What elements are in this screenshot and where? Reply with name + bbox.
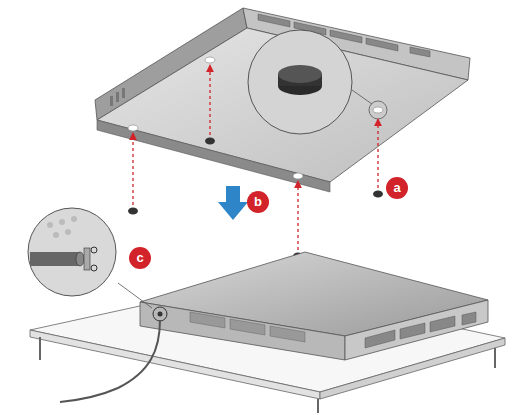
switch-on-bench xyxy=(60,252,488,402)
callout-letter: b xyxy=(248,192,268,212)
callout-letter: c xyxy=(130,248,150,268)
callout-letter: a xyxy=(387,178,407,198)
foot-zoom xyxy=(248,30,387,134)
rubber-feet xyxy=(128,68,383,260)
switch-upside-down xyxy=(95,8,470,192)
callout-discs xyxy=(129,177,408,269)
place-arrow xyxy=(218,186,248,220)
ground-screw-zoom xyxy=(28,208,116,296)
